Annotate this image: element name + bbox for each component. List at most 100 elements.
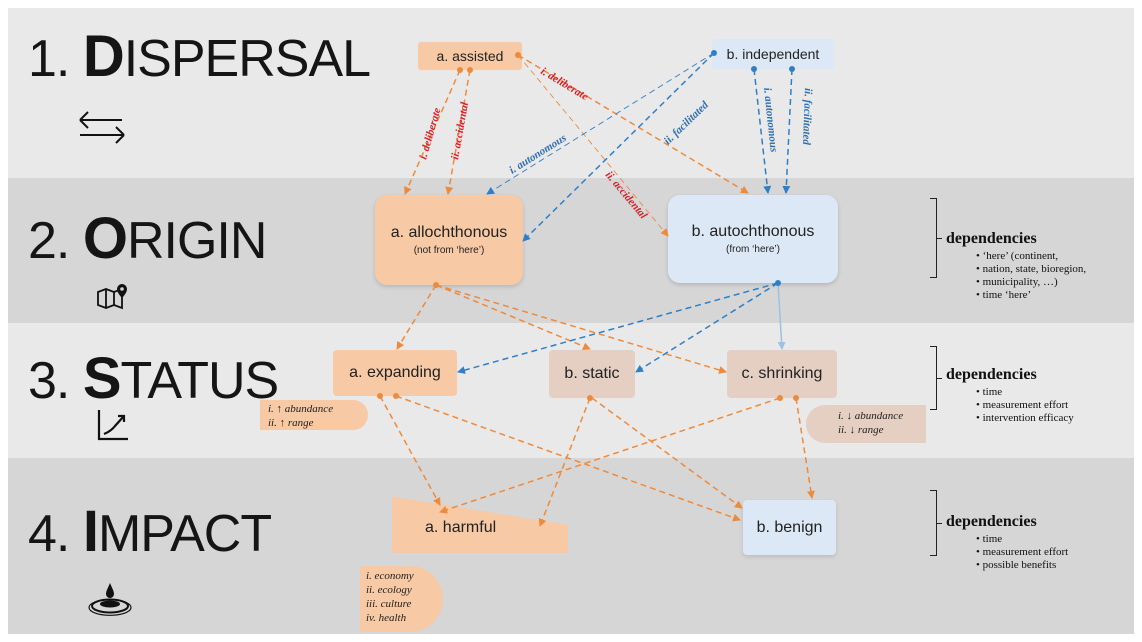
stage-rest: RIGIN <box>126 212 267 270</box>
dependencies-heading: dependencies <box>946 230 1037 247</box>
edge-auto-expanding <box>457 282 779 374</box>
stage-number: 4. <box>28 505 70 563</box>
node-label: c. shrinking <box>741 365 823 382</box>
edge-label-assisted-accidental-left: ii. accidental <box>449 100 471 160</box>
dependencies-heading: dependencies <box>946 513 1037 530</box>
note-line: i. ↑ abundance <box>268 403 334 415</box>
node-sublabel: (not from ‘here’) <box>413 245 485 256</box>
stage-initial: O <box>82 206 128 271</box>
note-line: iii. culture <box>366 598 412 610</box>
note-line: iv. health <box>366 612 407 624</box>
dependency-item-cont: nation, state, bioregion, <box>976 263 1138 276</box>
band-dispersal <box>8 8 1134 178</box>
stage-number: 1. <box>28 30 70 88</box>
bracket-status <box>930 346 942 410</box>
dependency-item-text: municipality, …) <box>982 276 1058 288</box>
edge-label-assisted-accidental-right: ii. accidental <box>603 169 650 222</box>
node-static: b. static <box>549 350 635 398</box>
edge-auto-static <box>635 282 779 373</box>
edge-independent-facilitated-auto <box>782 68 793 194</box>
edge-label-independent-facilitated-left: ii. facilitated <box>662 99 712 147</box>
note-expanding: i. ↑ abundance ii. ↑ range <box>260 400 368 430</box>
edge-independent-facilitated-allo <box>522 52 715 242</box>
edge-independent-autonomous-auto <box>753 68 772 194</box>
edge-assisted-deliberate-allo <box>404 69 461 195</box>
node-label: a. assisted <box>436 48 504 64</box>
node-shrinking: c. shrinking <box>727 350 837 398</box>
note-line: ii. ecology <box>366 584 412 596</box>
node-autochthonous: b. autochthonous (from ‘here’) <box>668 195 838 283</box>
band-impact <box>8 458 1134 634</box>
dependency-item: measurement effort <box>976 399 1138 412</box>
edge-assisted-deliberate-auto <box>517 54 749 194</box>
stage-title-dispersal: 1. DISPERSAL <box>28 28 371 88</box>
swap-arrows-icon <box>79 111 125 144</box>
node-label: b. benign <box>756 518 823 536</box>
bracket-impact <box>930 490 942 556</box>
edge-label-independent-autonomous-right: i. autonomous <box>761 87 780 153</box>
note-harmful: i. economy ii. ecology iii. culture iv. … <box>360 566 443 632</box>
dependency-item-cont: municipality, …) <box>976 276 1138 289</box>
dependencies-impact: dependencies time measurement effort pos… <box>938 513 1138 572</box>
note-line: ii. ↑ range <box>268 417 314 429</box>
node-sublabel: (from ‘here’) <box>726 244 780 255</box>
edge-origin-dots <box>377 50 799 401</box>
node-assisted: a. assisted <box>418 42 522 70</box>
edge-auto-shrinking <box>777 282 786 350</box>
edge-label-assisted-deliberate-left: i. deliberate <box>417 106 443 161</box>
stage-rest: TATUS <box>120 352 280 410</box>
trend-chart-icon <box>97 410 128 441</box>
dependency-item: time <box>976 533 1138 546</box>
node-label: b. static <box>564 365 620 382</box>
stage-title-origin: 2. ORIGIN <box>28 210 267 270</box>
stage-number: 3. <box>28 352 70 410</box>
map-pin-icon <box>97 284 127 310</box>
edge-label-independent-autonomous-left: i. autonomous <box>507 132 568 177</box>
stage-rest: ISPERSAL <box>123 30 371 88</box>
dependency-item: measurement effort <box>976 546 1138 559</box>
stage-initial: D <box>82 24 125 89</box>
node-allochthonous: a. allochthonous (not from ‘here’) <box>375 195 523 285</box>
edge-assisted-accidental-auto <box>517 54 669 237</box>
stage-initial: I <box>82 499 99 564</box>
edge-label-assisted-deliberate-right: i. deliberate <box>538 65 590 103</box>
note-line: i. ↓ abundance <box>838 410 904 422</box>
node-harmful-shape <box>392 497 568 553</box>
band-origin <box>8 178 1134 323</box>
dependencies-heading: dependencies <box>946 366 1037 383</box>
note-line: i. economy <box>366 570 414 582</box>
node-label: b. autochthonous <box>691 223 815 240</box>
node-expanding: a. expanding <box>333 350 457 396</box>
dependency-item: intervention efficacy <box>976 412 1138 425</box>
bracket-origin <box>930 198 942 278</box>
node-label: b. independent <box>726 46 820 62</box>
edge-expanding-benign <box>395 395 741 522</box>
node-label: a. expanding <box>349 364 441 381</box>
edge-assisted-accidental-allo <box>445 69 471 195</box>
edge-allo-shrinking <box>435 284 727 374</box>
note-shrinking: i. ↓ abundance ii. ↓ range <box>806 405 926 443</box>
stage-title-impact: 4. IMPACT <box>28 503 272 563</box>
edge-allo-expanding <box>396 284 437 350</box>
stage-initial: S <box>82 346 122 411</box>
stage-rest: MPACT <box>97 505 272 563</box>
dependency-item: time ‘here’ <box>976 289 1138 302</box>
edge-static-harmful <box>538 397 591 527</box>
note-line: ii. ↓ range <box>838 424 884 436</box>
node-benign: b. benign <box>743 500 836 555</box>
dependency-item: ‘here’ (continent, <box>976 250 1138 263</box>
edge-allo-static <box>435 284 591 351</box>
edge-expanding-harmful <box>379 395 441 506</box>
stage-number: 2. <box>28 212 70 270</box>
node-label: a. allochthonous <box>390 224 508 241</box>
water-drop-icon <box>88 583 132 616</box>
dependency-item: possible benefits <box>976 559 1138 572</box>
dependency-item: time <box>976 386 1138 399</box>
dependencies-origin: dependencies ‘here’ (continent, nation, … <box>938 230 1138 302</box>
edge-shrinking-harmful <box>439 397 781 514</box>
edge-label-independent-facilitated-right: ii. facilitated <box>800 88 814 146</box>
node-independent: b. independent <box>712 39 834 69</box>
dependencies-status: dependencies time measurement effort int… <box>938 366 1138 425</box>
